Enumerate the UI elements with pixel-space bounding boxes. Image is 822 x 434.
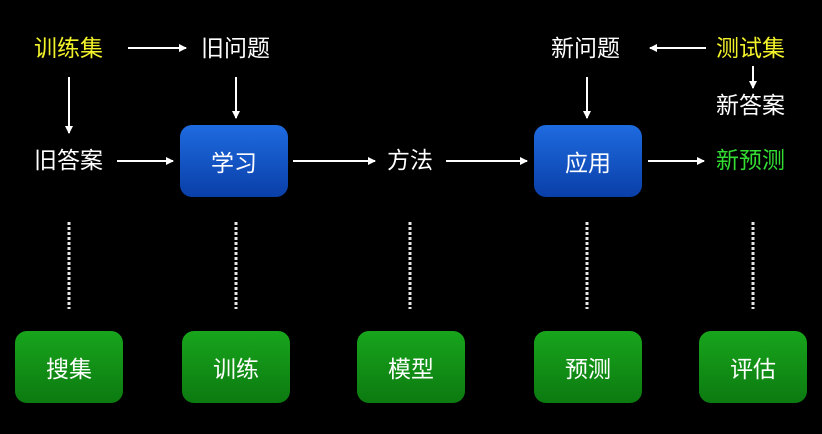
- new-prediction-label: 新预测: [716, 148, 785, 174]
- old-answer-label: 旧答案: [34, 148, 103, 174]
- predict-label: 预测: [565, 357, 611, 383]
- train-label: 训练: [213, 357, 259, 383]
- method-label: 方法: [387, 148, 433, 174]
- learn-label: 学习: [211, 151, 257, 177]
- learn-box: 学习: [180, 125, 288, 197]
- predict-box: 预测: [534, 331, 642, 403]
- new-question-label: 新问题: [551, 36, 620, 62]
- evaluate-box: 评估: [699, 331, 807, 403]
- model-box: 模型: [357, 331, 465, 403]
- evaluate-label: 评估: [730, 357, 776, 383]
- model-label: 模型: [388, 357, 434, 383]
- test-set-label: 测试集: [716, 36, 785, 62]
- apply-box: 应用: [534, 125, 642, 197]
- apply-label: 应用: [565, 151, 611, 177]
- train-box: 训练: [182, 331, 290, 403]
- old-question-label: 旧问题: [201, 36, 270, 62]
- training-set-label: 训练集: [34, 36, 103, 62]
- collect-label: 搜集: [46, 357, 92, 383]
- collect-box: 搜集: [15, 331, 123, 403]
- new-answer-label: 新答案: [716, 93, 785, 119]
